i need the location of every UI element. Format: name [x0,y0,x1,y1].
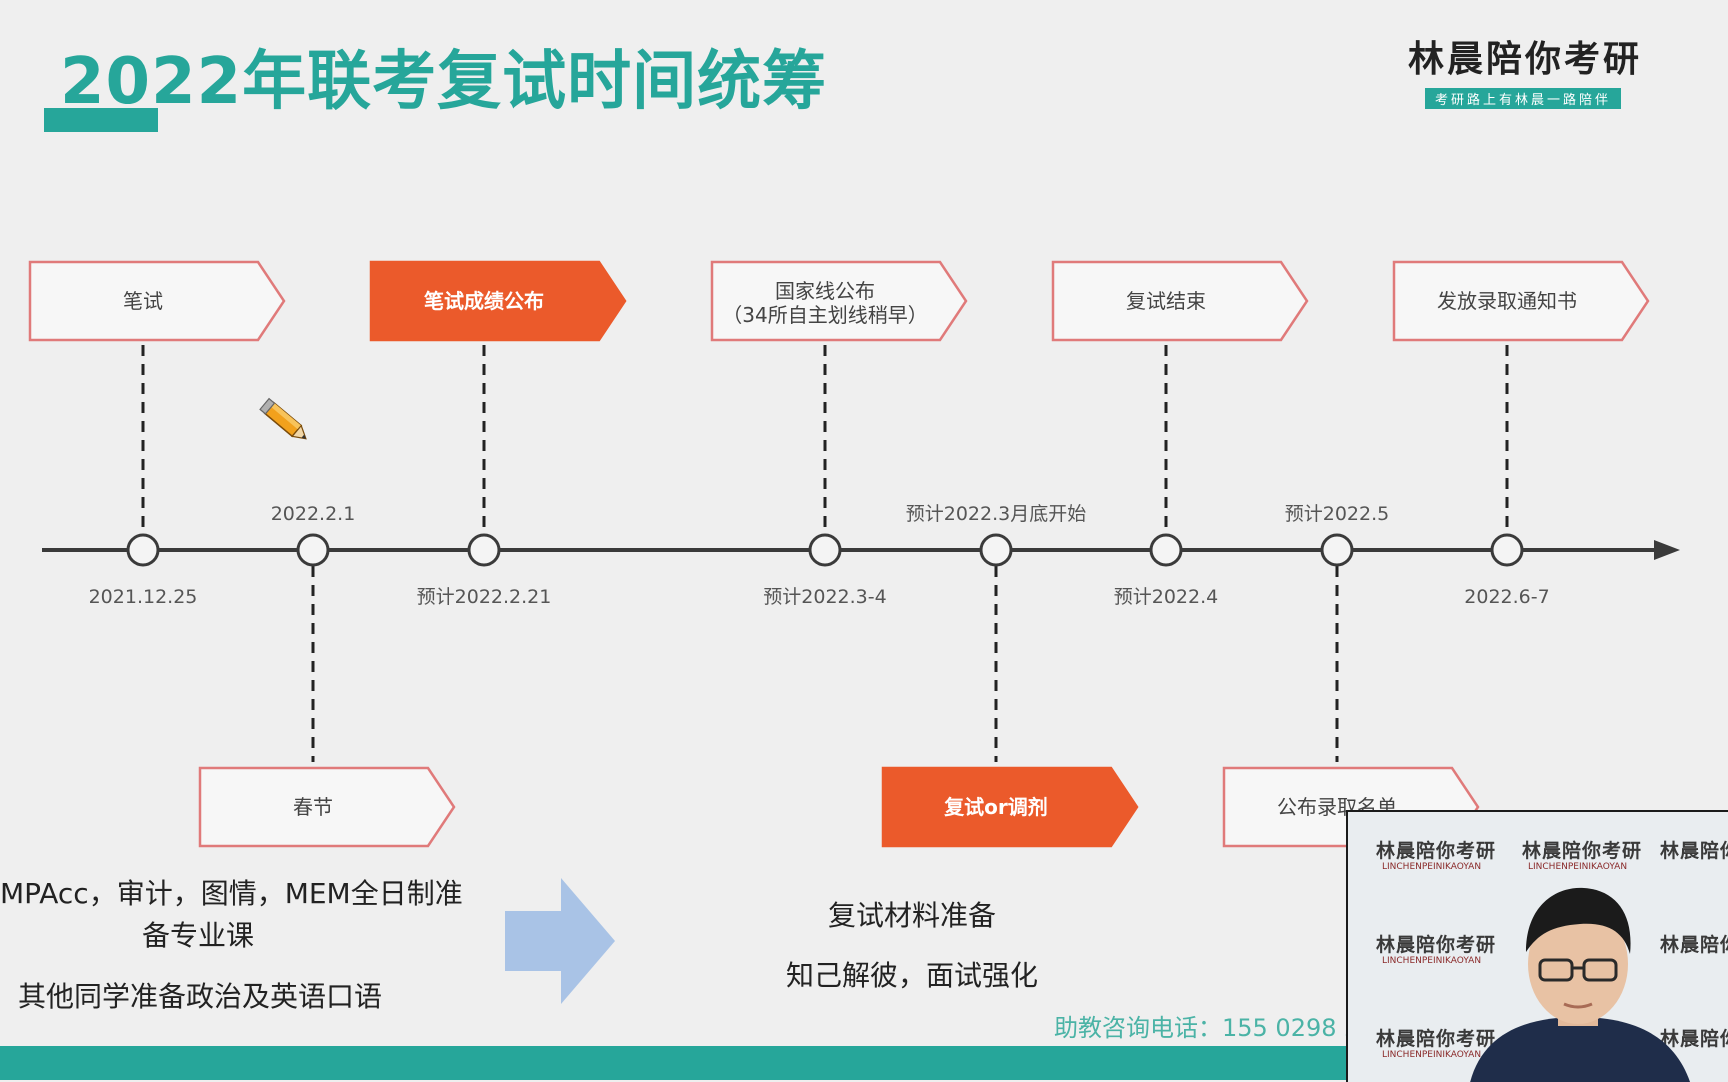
brand-logo: 林晨陪你考研 考研路上有林晨一路陪伴 [1408,30,1643,109]
top-node-4 [1490,533,1524,567]
title-underline [44,108,158,132]
brand-slogan: 考研路上有林晨一路陪伴 [1424,88,1621,109]
top-box-label-2-0: 国家线公布 [775,279,875,303]
slide-title: 2022年联考复试时间统筹 [60,45,828,119]
watermark-subtext: LINCHENPEINIKAOYAN [1382,862,1482,872]
watermark-text: 林晨陪你考研 [1376,934,1497,956]
watermark-subtext: LINCHENPEINIKAOYAN [1382,956,1482,966]
bottom-box-label-0-0: 春节 [293,795,333,819]
top-box-label-1-0: 笔试成绩公布 [424,289,544,313]
note-left-line3: 其他同学准备政治及英语口语 [18,980,383,1013]
top-box-0 [28,260,286,342]
webcam-overlay: 林晨陪你考研 LINCHENPEINIKAOYAN 林晨陪你考研 LINCHEN… [1346,810,1728,1082]
assistant-phone: 助教咨询电话：155 0298 2 [1054,1014,1360,1042]
top-date-0: 2021.12.25 [89,586,198,608]
note-left-line2: 备专业课 [142,919,255,952]
top-date-1: 预计2022.2.21 [417,586,552,608]
top-box-label-2-1: （34所自主划线稍早） [722,303,927,327]
bottom-node-2 [1320,533,1354,567]
presenter-video [1470,887,1690,1082]
note-left-line1: MPAcc，审计，图情，MEM全日制准 [0,877,463,910]
top-date-2: 预计2022.3-4 [763,586,886,608]
top-box-2 [710,260,968,342]
top-node-0 [126,533,160,567]
top-box-label-3-0: 复试结束 [1126,289,1206,313]
bottom-date-2: 预计2022.5 [1285,503,1389,525]
note-mid-line2: 知己解彼，面试强化 [786,959,1039,992]
top-box-label-0-0: 笔试 [123,289,163,313]
top-date-3: 预计2022.4 [1114,586,1218,608]
bottom-node-0 [296,533,330,567]
watermark-subtext: LINCHENPEINIKAOYAN [1382,1050,1482,1060]
bottom-date-1: 预计2022.3月底开始 [906,503,1086,525]
bottom-box-label-1-0: 复试or调剂 [943,795,1048,819]
top-node-1 [467,533,501,567]
watermark-text: 林晨陪你考研 [1376,840,1497,862]
top-box-label-4-0: 发放录取通知书 [1437,289,1577,313]
watermark-subtext: LINCHENPEINIKAOYAN [1528,862,1628,872]
brand-name: 林晨陪你考研 [1408,39,1643,80]
note-mid-line1: 复试材料准备 [828,899,997,932]
top-box-4 [1392,260,1650,342]
watermark-text: 林晨陪你考研 [1660,1028,1728,1050]
timeline-arrowhead [1654,540,1680,560]
watermark-text: 林晨陪你考研 [1660,934,1728,956]
top-box-3 [1051,260,1309,342]
pencil-icon [259,397,307,440]
watermark-text: 林晨陪你考研 [1376,1028,1497,1050]
bottom-box-1 [881,766,1139,848]
bottom-box-0 [198,766,456,848]
watermark-text: 林晨陪你考研 [1522,840,1643,862]
top-date-4: 2022.6-7 [1464,586,1549,608]
top-box-1 [369,260,627,342]
watermark-text: 林晨陪你考研 [1660,840,1728,862]
bottom-date-0: 2022.2.1 [271,503,356,525]
bottom-node-1 [979,533,1013,567]
top-node-2 [808,533,842,567]
right-arrow-icon [505,878,615,1004]
top-node-3 [1149,533,1183,567]
